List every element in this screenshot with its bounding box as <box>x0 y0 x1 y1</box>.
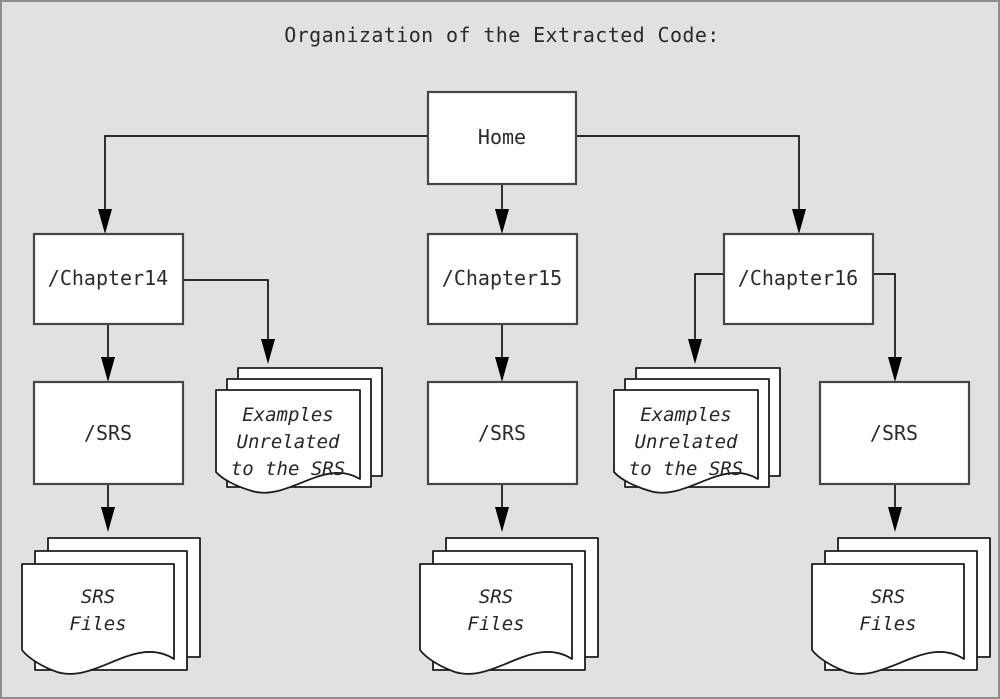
node-chapter14[interactable]: /Chapter14 <box>32 232 185 326</box>
node-srs-chapter14-label: /SRS <box>84 421 132 445</box>
arrow-head-icon <box>101 507 115 532</box>
arrow-head-icon <box>495 209 509 234</box>
arrow-head-icon <box>688 339 702 364</box>
node-examples-chapter16-line1: Examples <box>640 404 732 426</box>
node-srs-chapter16[interactable]: /SRS <box>818 380 971 486</box>
node-srsfiles-chapter14[interactable]: SRS Files <box>21 537 201 675</box>
arrow-head-icon <box>495 507 509 532</box>
node-chapter14-label: /Chapter14 <box>48 266 168 290</box>
node-examples-chapter14-line2: Unrelated <box>237 431 341 453</box>
edge-home-to-chapter16 <box>576 135 806 234</box>
node-srsfiles-chapter14-line2: Files <box>69 613 126 635</box>
edge-home-to-chapter14 <box>98 135 428 234</box>
node-srsfiles-chapter14-line1: SRS <box>81 586 115 608</box>
node-chapter15[interactable]: /Chapter15 <box>426 232 579 326</box>
edge-chapter14-to-examples <box>183 279 275 364</box>
arrow-head-icon <box>261 339 275 364</box>
arrow-head-icon <box>888 507 902 532</box>
page-title: Organization of the Extracted Code: <box>284 23 719 47</box>
arrow-head-icon <box>792 209 806 234</box>
node-chapter15-label: /Chapter15 <box>442 266 562 290</box>
node-examples-chapter14-line1: Examples <box>242 404 334 426</box>
node-srs-chapter15[interactable]: /SRS <box>426 380 579 486</box>
node-srs-chapter14[interactable]: /SRS <box>32 380 185 486</box>
node-home-label: Home <box>478 125 526 149</box>
edge-chapter15-to-srs <box>495 324 509 382</box>
edge-chapter16-to-examples <box>688 273 724 364</box>
node-home[interactable]: Home <box>426 90 578 186</box>
edge-srs-to-srsfiles-right <box>888 484 902 532</box>
node-srsfiles-chapter15-line1: SRS <box>479 586 513 608</box>
node-srsfiles-chapter16[interactable]: SRS Files <box>811 537 991 675</box>
node-examples-chapter16[interactable]: Examples Unrelated to the SRS <box>613 367 781 494</box>
edge-srs-to-srsfiles-left <box>101 484 115 532</box>
node-examples-chapter14[interactable]: Examples Unrelated to the SRS <box>215 367 383 494</box>
node-srsfiles-chapter16-line2: Files <box>859 613 916 635</box>
edge-srs-to-srsfiles-middle <box>495 484 509 532</box>
node-srsfiles-chapter16-line1: SRS <box>871 586 905 608</box>
node-srs-chapter15-label: /SRS <box>478 421 526 445</box>
node-srs-chapter16-label: /SRS <box>870 421 918 445</box>
arrow-head-icon <box>888 357 902 382</box>
edge-chapter14-to-srs <box>101 324 115 382</box>
node-examples-chapter14-line3: to the SRS <box>231 458 345 480</box>
node-chapter16[interactable]: /Chapter16 <box>722 232 875 326</box>
node-srsfiles-chapter15-line2: Files <box>467 613 524 635</box>
edge-home-to-chapter15 <box>495 184 509 234</box>
edge-chapter16-to-srs <box>873 273 902 382</box>
arrow-head-icon <box>98 209 112 234</box>
node-examples-chapter16-line3: to the SRS <box>629 458 743 480</box>
node-srsfiles-chapter15[interactable]: SRS Files <box>419 537 599 675</box>
node-examples-chapter16-line2: Unrelated <box>635 431 739 453</box>
edge-group <box>98 135 902 532</box>
arrow-head-icon <box>495 357 509 382</box>
arrow-head-icon <box>101 357 115 382</box>
node-chapter16-label: /Chapter16 <box>738 266 858 290</box>
